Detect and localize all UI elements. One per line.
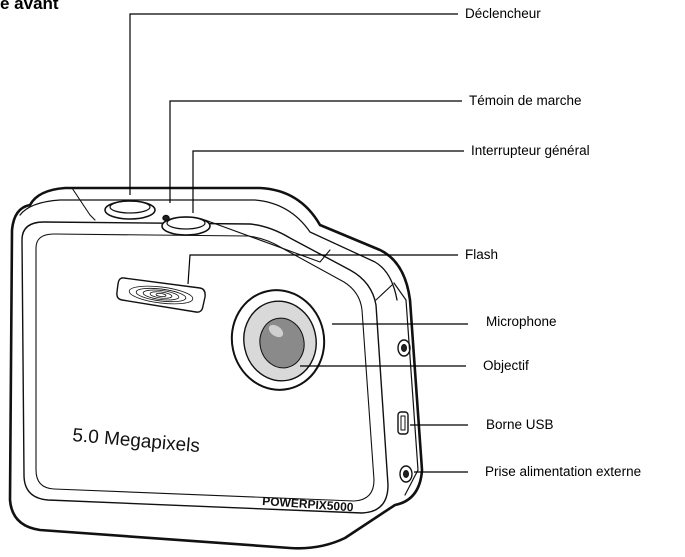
usb-port — [397, 411, 409, 435]
leader-flash — [187, 254, 458, 285]
camera-illustration — [8, 186, 424, 550]
power-switch — [161, 216, 211, 236]
callout-usb: Borne USB — [486, 417, 554, 432]
camera-body — [8, 186, 424, 550]
callout-flash: Flash — [465, 247, 499, 262]
leader-power-led — [169, 100, 462, 203]
leader-lines — [129, 13, 468, 473]
side-panel — [393, 282, 419, 496]
flash-window — [116, 277, 206, 313]
lens — [230, 289, 326, 391]
callout-lens: Objectif — [483, 358, 529, 373]
leader-shutter — [129, 13, 458, 195]
callout-power-switch: Interrupteur général — [471, 143, 590, 158]
front-panel — [21, 221, 389, 514]
diagram-heading: e avant — [0, 0, 59, 13]
callout-microphone: Microphone — [486, 314, 557, 329]
brand-text: POWERPIX5000 — [262, 494, 354, 514]
callout-dc-in: Prise alimentation externe — [485, 464, 642, 479]
leader-power-switch — [192, 150, 464, 213]
headphone-port — [397, 339, 411, 357]
callout-power-led: Témoin de marche — [469, 93, 582, 108]
dc-in-port — [399, 465, 413, 483]
shutter-button — [104, 200, 156, 220]
callout-shutter: Déclencheur — [465, 6, 541, 21]
